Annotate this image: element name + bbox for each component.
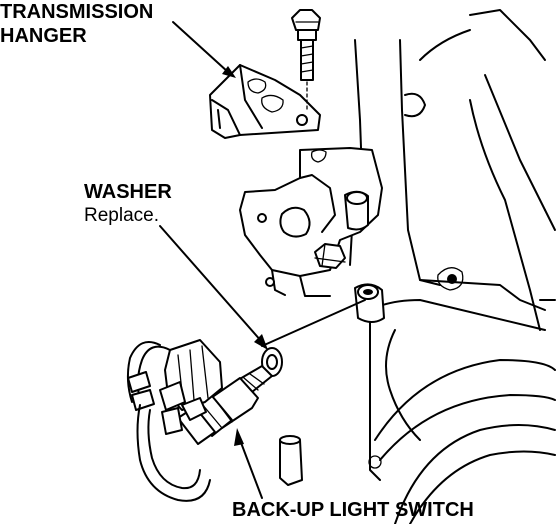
hanger-bolt (291, 9, 321, 113)
washer-part (261, 347, 283, 377)
backup-light-switch-label: BACK-UP LIGHT SWITCH (232, 499, 474, 521)
transmission-hanger-label-line2: HANGER (0, 25, 87, 47)
transmission-hanger-label-line1: TRANSMISSION (0, 1, 154, 23)
leader-lines (159, 21, 366, 499)
dowel-pin (279, 435, 303, 486)
washer-note-label: Replace. (84, 205, 159, 226)
switch-mounting-housing (239, 147, 385, 323)
washer-label: WASHER (84, 181, 172, 203)
switch-connector-harness (126, 339, 223, 502)
transmission-hanger-bracket (209, 64, 321, 139)
transmission-housing (349, 9, 556, 524)
